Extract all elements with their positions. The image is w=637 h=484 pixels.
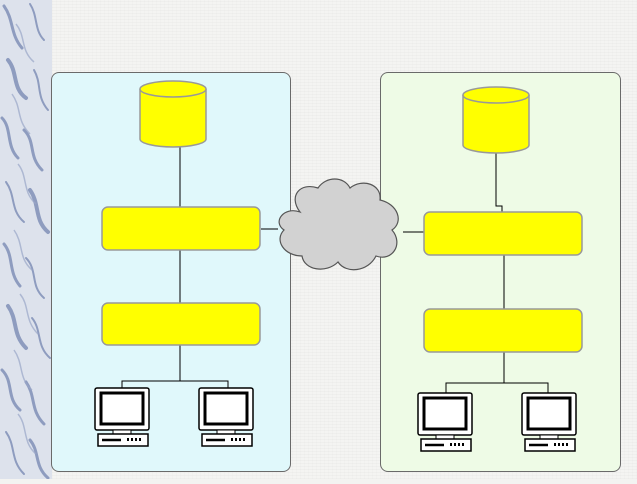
left-workstation-1-icon — [93, 386, 151, 448]
marble-sidebar — [0, 0, 52, 480]
marble-texture — [0, 0, 52, 480]
right-upper-box — [423, 211, 583, 256]
right-workstation-2-icon — [520, 391, 578, 453]
left-upper-box — [101, 206, 261, 251]
left-lower-box — [101, 302, 261, 346]
left-database-icon — [139, 80, 207, 148]
line-right-db-to-box1 — [495, 152, 503, 213]
right-workstation-1-icon — [416, 391, 474, 453]
left-workstation-2-icon — [197, 386, 255, 448]
right-lower-box — [423, 308, 583, 353]
right-database-icon — [462, 86, 530, 154]
network-cloud-icon — [278, 178, 399, 271]
line-right-bus — [445, 382, 549, 393]
line-left-bus — [121, 380, 229, 390]
connector-lines — [121, 147, 549, 393]
